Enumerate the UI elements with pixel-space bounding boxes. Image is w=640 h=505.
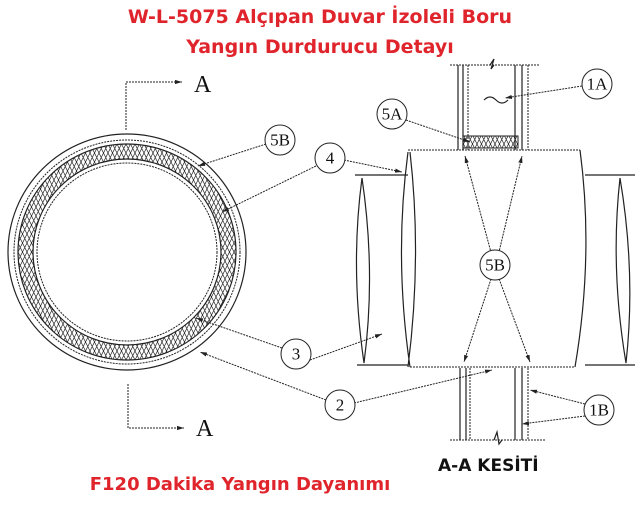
svg-text:5A: 5A <box>382 105 404 124</box>
callout-5b-left: 5B <box>264 124 296 156</box>
svg-text:1A: 1A <box>587 75 609 94</box>
callout-1b: 1B <box>583 394 615 426</box>
sealant-5a <box>462 135 519 149</box>
section-label: A-A KESİTİ <box>438 456 539 476</box>
fire-rating-footer: F120 Dakika Yangın Dayanımı <box>89 474 391 495</box>
callout-1a: 1A <box>581 68 613 100</box>
callout-2: 2 <box>324 389 356 421</box>
callout-5b-right: 5B <box>479 249 511 281</box>
callout-3: 3 <box>280 338 312 370</box>
svg-text:1B: 1B <box>589 401 609 420</box>
svg-text:3: 3 <box>292 345 301 364</box>
callout-5a: 5A <box>376 98 408 130</box>
wall-section <box>450 58 545 446</box>
leader-lines <box>195 85 586 426</box>
title-line-2: Yangın Durdurucu Detayı <box>186 36 454 58</box>
title-line-1: W-L-5075 Alçıpan Duvar İzoleli Boru <box>127 6 513 28</box>
svg-text:5B: 5B <box>270 131 290 150</box>
callout-4: 4 <box>314 142 346 174</box>
svg-text:4: 4 <box>326 149 335 168</box>
pipe-elevation <box>355 149 635 368</box>
svg-text:2: 2 <box>336 396 345 415</box>
svg-text:5B: 5B <box>485 256 505 275</box>
